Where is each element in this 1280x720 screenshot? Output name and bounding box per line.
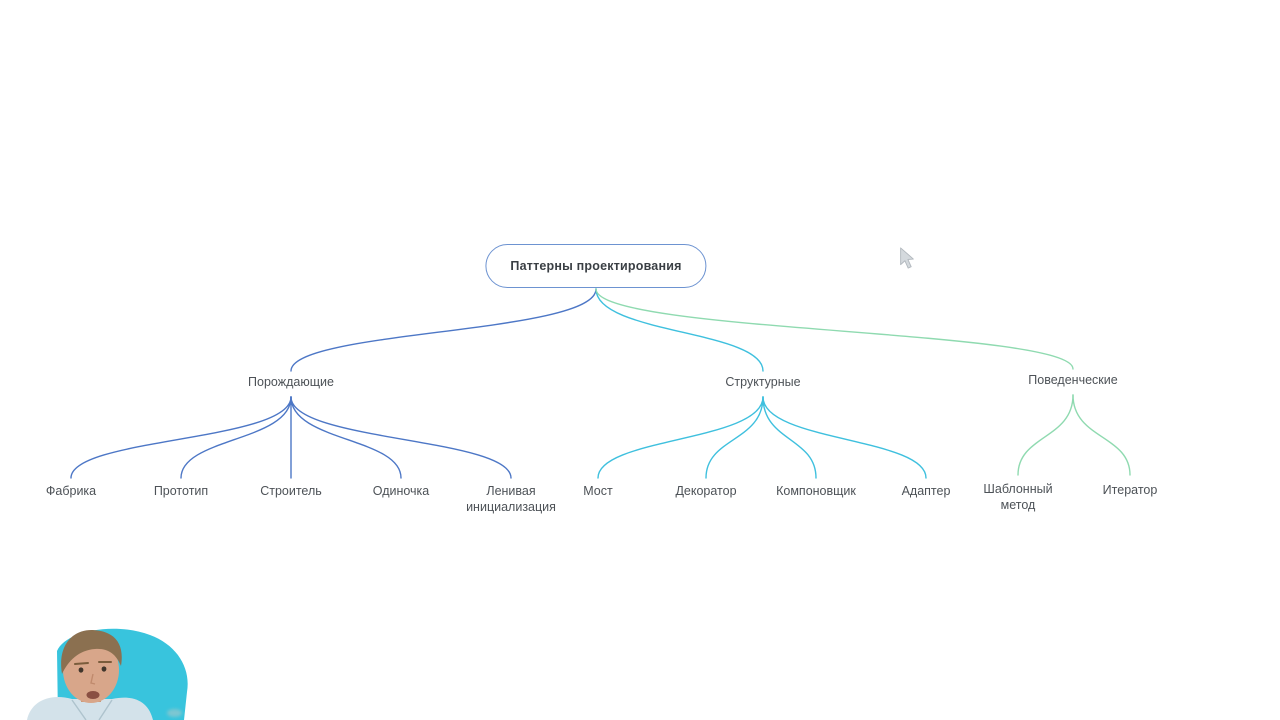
mindmap-leaf[interactable]: Одиночка bbox=[372, 484, 430, 498]
presenter-mouth bbox=[86, 691, 100, 699]
mindmap-edge bbox=[762, 396, 927, 479]
mindmap-leaf[interactable]: Прототип bbox=[153, 484, 209, 498]
mindmap-edge bbox=[290, 396, 402, 479]
mouse-cursor-icon bbox=[900, 247, 914, 269]
mindmap-edge bbox=[705, 396, 764, 479]
webcam-overlay bbox=[27, 628, 188, 720]
mindmap-leaf[interactable]: Адаптер bbox=[901, 484, 951, 498]
presenter-eye-left bbox=[78, 667, 84, 673]
mindmap-edge bbox=[290, 396, 512, 479]
mindmap-edge bbox=[1072, 394, 1131, 476]
presenter-eye-right bbox=[101, 666, 107, 672]
mindmap-edge bbox=[290, 288, 597, 372]
mindmap-root-node[interactable]: Паттерны проектирования bbox=[485, 244, 707, 288]
mindmap-edge bbox=[597, 396, 764, 479]
mindmap-leaf[interactable]: Фабрика bbox=[45, 484, 97, 498]
presenter-shirt bbox=[27, 697, 153, 720]
mindmap-branch-behavioral[interactable]: Поведенческие bbox=[1028, 373, 1118, 387]
mindmap-leaf[interactable]: Компоновщик bbox=[776, 484, 856, 498]
mindmap-leaf[interactable]: Итератор bbox=[1102, 483, 1158, 497]
bottom-smudge-artifact bbox=[167, 709, 182, 717]
mindmap-edge bbox=[180, 396, 292, 479]
mindmap-edge bbox=[595, 288, 1074, 370]
mindmap-leaf[interactable]: Шаблонный метод bbox=[983, 482, 1053, 512]
mindmap-leaf[interactable]: Мост bbox=[583, 484, 613, 498]
mindmap-leaf[interactable]: Декоратор bbox=[675, 484, 737, 498]
mindmap-edge bbox=[595, 288, 764, 372]
presenter-hair bbox=[61, 629, 122, 674]
mindmap-root-label: Паттерны проектирования bbox=[510, 259, 682, 273]
mindmap-branch-structural[interactable]: Структурные bbox=[725, 375, 801, 389]
mindmap-edge bbox=[70, 396, 292, 479]
mindmap-edge bbox=[762, 396, 817, 479]
shirt-collar-lines bbox=[71, 699, 113, 720]
mindmap-leaf[interactable]: Ленивая инициализация bbox=[466, 484, 556, 514]
presenter-brows bbox=[74, 661, 112, 665]
mindmap-branch-creational[interactable]: Порождающие bbox=[248, 375, 334, 389]
presenter-nose bbox=[90, 673, 96, 685]
mindmap-leaf[interactable]: Строитель bbox=[260, 484, 322, 498]
mindmap-edge bbox=[1017, 394, 1074, 476]
